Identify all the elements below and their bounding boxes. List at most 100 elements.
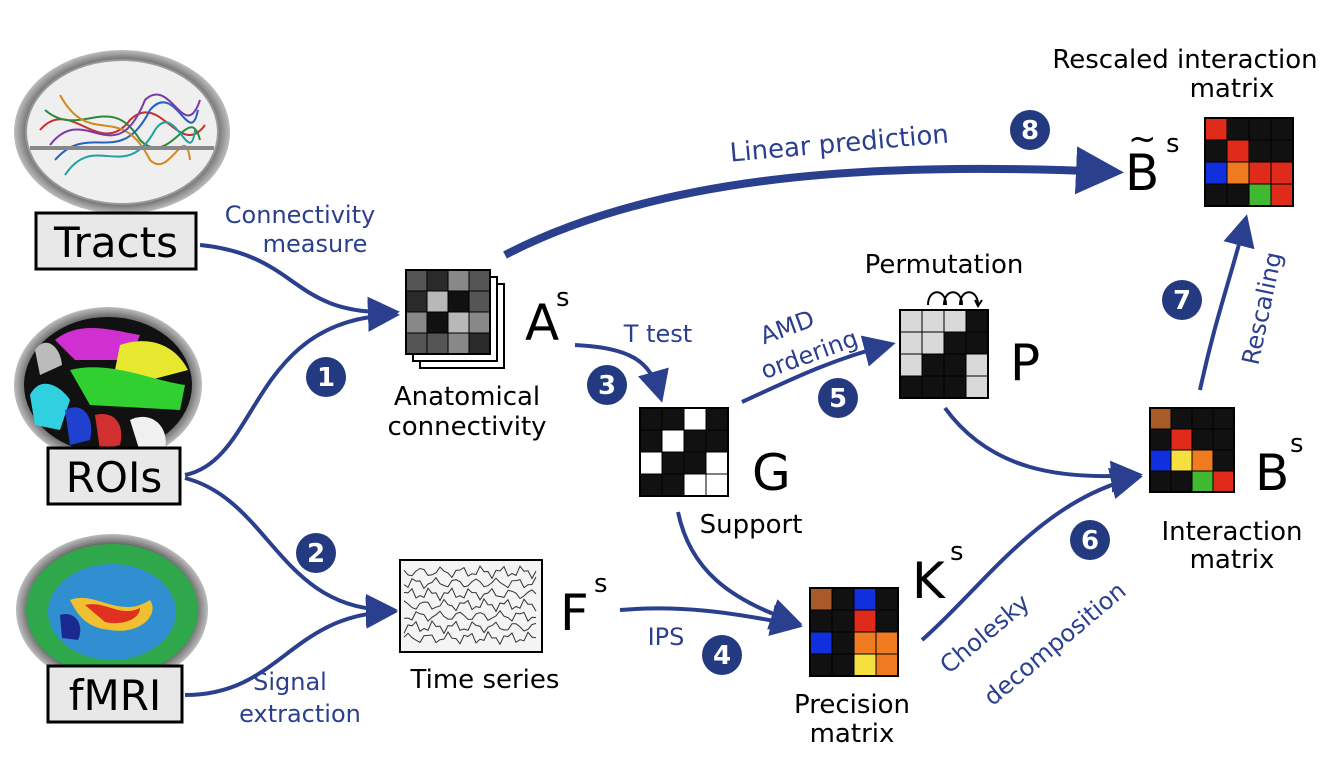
matrix-cell — [405, 332, 428, 355]
matrix-border — [1204, 117, 1294, 207]
matrix-cell — [1170, 407, 1193, 430]
arrow-precision-to-interaction — [920, 467, 1143, 642]
matrix-border — [639, 407, 729, 497]
matrix-cell — [639, 407, 663, 431]
matrix-cell — [1226, 183, 1250, 207]
matrix-cell — [1270, 117, 1294, 141]
matrix-cell — [405, 311, 428, 334]
matrix-cell — [683, 407, 707, 431]
matrix-cell — [468, 290, 491, 313]
matrix-cell — [899, 375, 923, 399]
fmri-brain-image — [16, 534, 208, 686]
support-matrix — [639, 407, 729, 497]
rois-label-box: ROIs — [46, 446, 182, 506]
matrix-cell — [639, 451, 663, 475]
symbol-K-sup: s — [950, 537, 964, 567]
tracts-label: Tracts — [53, 218, 178, 267]
fmri-label: fMRI — [69, 671, 162, 720]
step-8: 8 — [1010, 110, 1050, 150]
permutation-caption: Permutation — [865, 250, 1024, 280]
matrix-cell — [875, 653, 899, 677]
precision-matrix — [809, 587, 899, 677]
matrix-cell — [943, 309, 967, 333]
matrix-cell — [1149, 470, 1172, 493]
matrix-cell — [1226, 117, 1250, 141]
matrix-cell — [1191, 470, 1214, 493]
matrix-cell — [705, 473, 729, 497]
permutation-matrix — [899, 291, 989, 399]
fmri-label-box: fMRI — [46, 664, 184, 724]
svg-text:2: 2 — [307, 539, 325, 569]
matrix-cell — [661, 429, 685, 453]
arrow-anatomical-to-support — [574, 343, 669, 403]
matrix-cell — [1212, 470, 1235, 493]
rois-brain-image — [14, 307, 202, 463]
symbol-F: F — [560, 584, 589, 642]
precision-caption-2: matrix — [810, 719, 895, 749]
symbol-Btilde: B — [1125, 144, 1159, 202]
matrix-cell — [853, 653, 877, 677]
symbol-Btilde-sup: s — [1166, 129, 1180, 159]
arrow-rois-to-timeseries — [184, 476, 398, 626]
matrix-cell — [809, 653, 833, 677]
matrix-cell — [853, 631, 877, 655]
matrix-cell — [447, 311, 470, 334]
matrix-cell — [1149, 428, 1172, 451]
matrix-cell — [943, 331, 967, 355]
matrix-cell — [809, 609, 833, 633]
matrix-cell — [965, 309, 989, 333]
matrix-cell — [921, 331, 945, 355]
matrix-cell — [683, 451, 707, 475]
timeseries-caption: Time series — [410, 665, 560, 695]
matrix-cell — [405, 290, 428, 313]
matrix-cell — [468, 332, 491, 355]
matrix-cell — [1226, 139, 1250, 163]
matrix-cell — [705, 429, 729, 453]
matrix-cell — [899, 353, 923, 377]
matrix-cell — [405, 269, 428, 292]
matrix-cell — [1204, 139, 1228, 163]
matrix-cell — [426, 290, 449, 313]
arrow-rois-to-anatomical — [184, 299, 400, 477]
step-5: 5 — [818, 378, 858, 418]
matrix-cell — [831, 653, 855, 677]
label-connectivity: Connectivity — [225, 201, 375, 229]
matrix-cell — [639, 473, 663, 497]
matrix-cell — [831, 609, 855, 633]
matrix-cell — [426, 269, 449, 292]
matrix-cell — [921, 353, 945, 377]
matrix-cell — [943, 375, 967, 399]
rescaled-caption-2: matrix — [1190, 74, 1275, 104]
time-series-line — [403, 587, 537, 602]
matrix-cell — [965, 353, 989, 377]
matrix-cell — [1226, 161, 1250, 185]
anatomical-connectivity-matrix — [405, 269, 505, 369]
matrix-cell — [1248, 139, 1272, 163]
matrix-cell — [1170, 449, 1193, 472]
arrow-fmri-to-timeseries — [184, 596, 398, 697]
symbol-G: G — [752, 444, 791, 502]
matrix-cell — [447, 290, 470, 313]
rois-label: ROIs — [66, 453, 163, 502]
matrix-cell — [1248, 183, 1272, 207]
svg-text:6: 6 — [1081, 526, 1099, 556]
label-rescaling: Rescaling — [1237, 249, 1288, 367]
matrix-cell — [1270, 161, 1294, 185]
symbol-B: B — [1255, 444, 1289, 502]
time-series-line — [403, 597, 537, 613]
time-series-line — [403, 630, 537, 646]
step-3: 3 — [587, 365, 627, 405]
arrow-linear-prediction — [503, 146, 1124, 259]
matrix-cell — [809, 587, 833, 611]
symbol-B-sup: s — [1290, 429, 1304, 459]
matrix-cell — [468, 269, 491, 292]
label-t-test: T test — [623, 320, 692, 348]
symbol-F-sup: s — [594, 569, 608, 599]
support-caption: Support — [700, 510, 803, 540]
matrix-cell — [965, 375, 989, 399]
matrix-cell — [943, 353, 967, 377]
matrix-cell — [1204, 117, 1228, 141]
matrix-cell — [705, 407, 729, 431]
matrix-cell — [853, 609, 877, 633]
matrix-cell — [661, 407, 685, 431]
